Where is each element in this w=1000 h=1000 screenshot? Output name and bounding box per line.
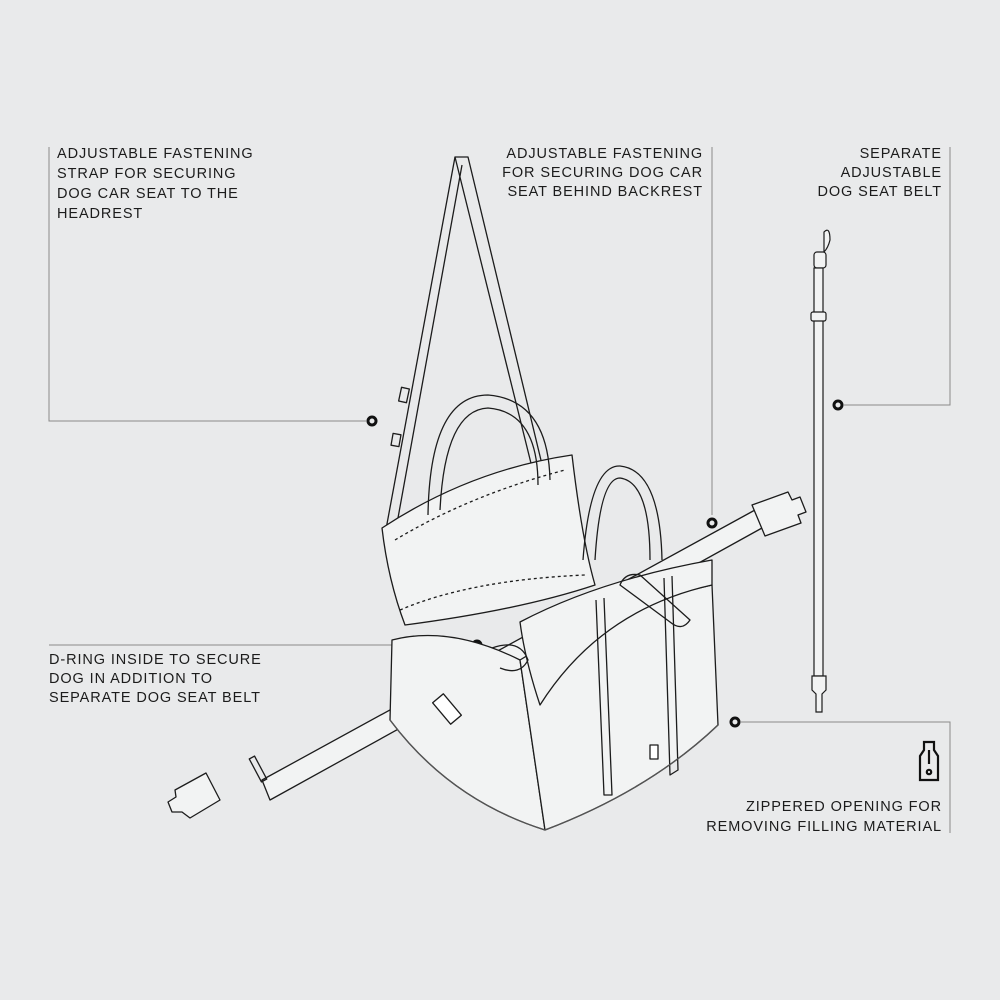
callout-line: HEADREST bbox=[57, 206, 144, 222]
callout-line: STRAP FOR SECURING bbox=[57, 166, 237, 182]
callout-line: DOG CAR SEAT TO THE bbox=[57, 186, 239, 202]
seat-belt-drawing bbox=[810, 229, 831, 713]
callout-line: FOR SECURING DOG CAR bbox=[502, 165, 703, 181]
leader-zipper bbox=[741, 721, 951, 833]
callout-line: D-RING INSIDE TO SECURE bbox=[49, 652, 262, 668]
callout-dot bbox=[366, 415, 378, 427]
callout-line: SEPARATE DOG SEAT BELT bbox=[49, 690, 261, 706]
callout-line: ADJUSTABLE FASTENING bbox=[57, 146, 254, 162]
callout-dots bbox=[366, 399, 844, 728]
callout-line: DOG SEAT BELT bbox=[817, 184, 942, 200]
callout-line: REMOVING FILLING MATERIAL bbox=[706, 819, 942, 835]
callout-dot bbox=[729, 716, 741, 728]
callout-dot bbox=[832, 399, 844, 411]
callout-line: ADJUSTABLE FASTENING bbox=[506, 146, 703, 162]
callout-line: SEPARATE bbox=[859, 146, 942, 162]
top-handle bbox=[619, 573, 691, 628]
zipper-edge bbox=[389, 719, 719, 831]
callout-headrest-strap: ADJUSTABLE FASTENING STRAP FOR SECURING … bbox=[57, 144, 254, 224]
callout-line: SEAT BEHIND BACKREST bbox=[507, 184, 703, 200]
leader-seat-belt bbox=[844, 147, 951, 406]
seat-belt-strap bbox=[813, 267, 824, 677]
strap-buckle bbox=[397, 386, 411, 404]
callout-line: ZIPPERED OPENING FOR bbox=[745, 799, 942, 815]
callout-dot bbox=[706, 517, 718, 529]
callout-d-ring: D-RING INSIDE TO SECURE DOG IN ADDITION … bbox=[49, 651, 262, 708]
callout-line: DOG IN ADDITION TO bbox=[49, 671, 213, 687]
carry-strap bbox=[595, 575, 679, 796]
callout-seat-belt: SEPARATE ADJUSTABLE DOG SEAT BELT bbox=[817, 145, 942, 202]
backrest-cushion bbox=[381, 454, 596, 626]
backrest-handle bbox=[427, 394, 551, 516]
belt-adjuster bbox=[810, 311, 827, 322]
strap-clip-right bbox=[751, 491, 807, 537]
callout-line: ADJUSTABLE bbox=[840, 165, 942, 181]
snap-hook bbox=[823, 229, 831, 254]
front-handle bbox=[582, 465, 663, 561]
side-tag bbox=[649, 744, 659, 760]
zipper-pull-icon bbox=[918, 740, 940, 782]
strap-clip-left bbox=[167, 772, 221, 819]
logo-label bbox=[431, 693, 463, 725]
belt-buckle bbox=[811, 675, 827, 713]
d-ring bbox=[491, 644, 529, 672]
callout-backrest-strap: ADJUSTABLE FASTENING FOR SECURING DOG CA… bbox=[502, 145, 703, 202]
leader-headrest bbox=[48, 147, 366, 422]
product-drawing bbox=[167, 156, 807, 831]
callout-zipper: ZIPPERED OPENING FOR REMOVING FILLING MA… bbox=[706, 797, 942, 837]
strap-buckle bbox=[390, 432, 402, 448]
